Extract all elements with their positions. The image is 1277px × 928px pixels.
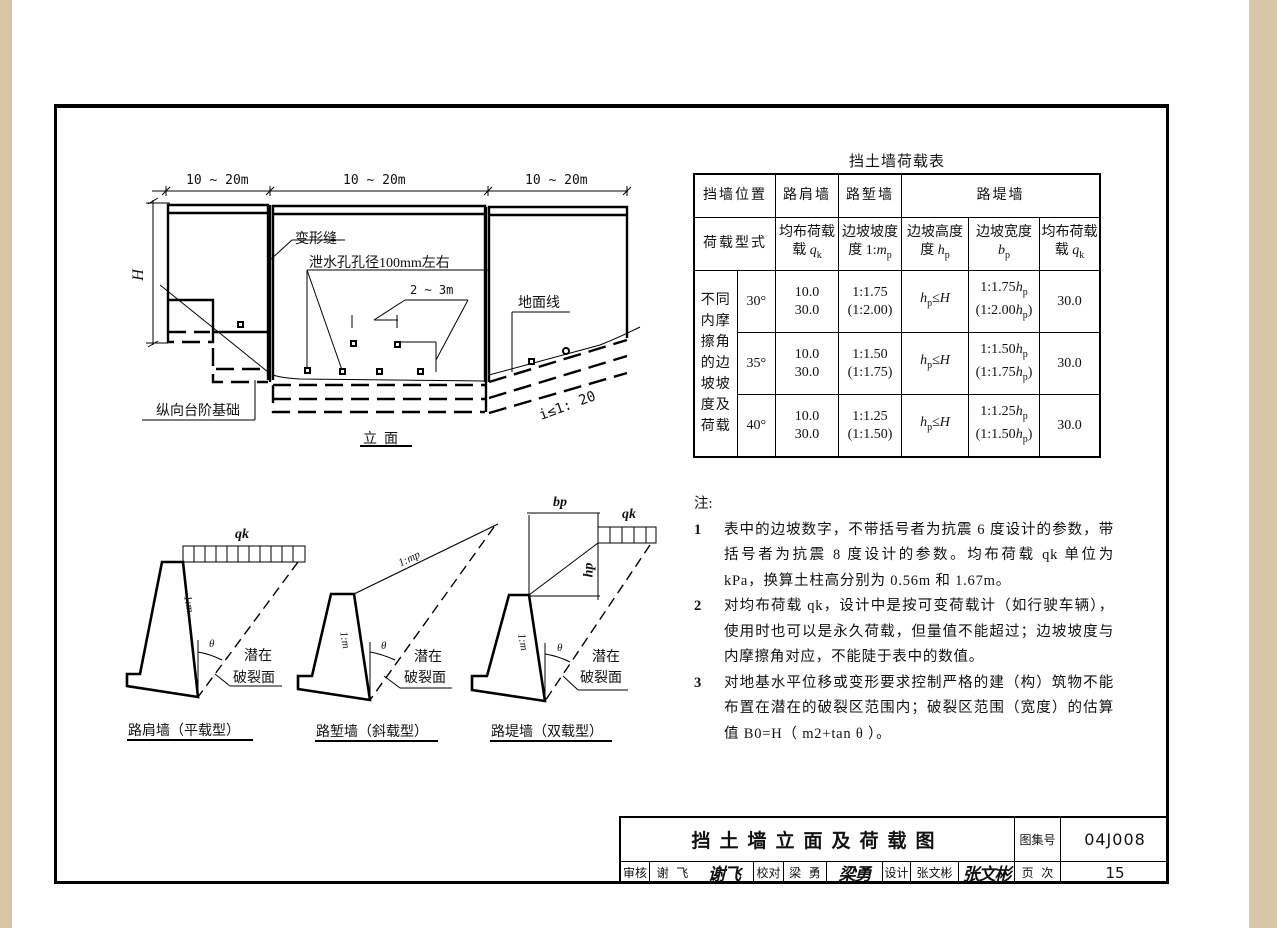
bp-cell: 1:1.75hp(1:2.00hp) [968, 270, 1040, 333]
section3-caption: 路堤墙（双载型） [491, 725, 603, 740]
page-number: 15 [1105, 863, 1125, 882]
drawing-sheet [12, 0, 1249, 928]
slope-cell: 1:1.50(1:1.75) [838, 332, 902, 395]
header-hp: 边坡高度度 hp [901, 217, 969, 271]
angle-cell: 40° [736, 394, 777, 458]
section2-angle: θ [381, 640, 387, 652]
notes-section: 注: 1 表中的边坡数字，不带括号者为抗震 6 度设计的参数，带括号者为抗震 8… [694, 492, 1114, 747]
dim-span-3: 10 ~ 20m [525, 173, 588, 188]
designer-name: 张文彬 [911, 861, 959, 884]
bp-cell: 1:1.25hp(1:1.50hp) [968, 394, 1040, 458]
dim-span-1: 10 ~ 20m [186, 173, 249, 188]
header-slope-mp: 边坡坡度度 1:mp [838, 217, 902, 271]
section2-crack-label-1: 潜在 [414, 650, 442, 665]
section3-width-label: bp [553, 495, 567, 510]
section3-crack-label-2: 破裂面 [580, 671, 622, 686]
qk2-cell: 30.0 [1039, 270, 1101, 333]
section3-height-label: hp [581, 562, 597, 578]
ground-line-label: 地面线 [518, 296, 560, 311]
drawing-frame [54, 104, 1169, 884]
reviewer-name: 谢 飞 [656, 866, 689, 880]
drain-hole-label: 泄水孔孔径100mm左右 [309, 256, 450, 271]
section1-crack-label-1: 潜在 [244, 649, 272, 664]
bp-cell: 1:1.50hp(1:1.75hp) [968, 332, 1040, 395]
hp-cell: hp≤H [901, 332, 969, 395]
note-item: 1 表中的边坡数字，不带括号者为抗震 6 度设计的参数，带括号者为抗震 8 度设… [694, 521, 1114, 589]
slope-cell: 1:1.75(1:2.00) [838, 270, 902, 333]
check-label: 校对 [754, 861, 784, 884]
checker-signature: 梁勇 [827, 861, 883, 885]
note-item: 2 对均布荷载 qk，设计中是按可变荷载计（如行驶车辆），使用时也可以是永久荷载… [694, 598, 1114, 665]
page-label: 页 次 [1015, 861, 1061, 884]
atlas-label: 图集号 [1015, 818, 1061, 861]
header-qk2: 均布荷载载 qk [1039, 217, 1101, 271]
hp-cell: hp≤H [901, 270, 969, 333]
qk2-cell: 30.0 [1039, 394, 1101, 458]
notes-heading: 注: [694, 496, 713, 512]
header-embankment-wall: 路堤墙 [901, 173, 1101, 218]
reviewer-signature: 谢飞 [695, 861, 754, 885]
section1-angle: θ [209, 638, 215, 650]
header-cutting-wall: 路堑墙 [838, 173, 902, 218]
review-label: 审核 [621, 861, 650, 884]
header-position: 挡墙位置 [693, 173, 776, 218]
section3-load-label: qk [622, 507, 636, 522]
step-foundation-label: 纵向台阶基础 [156, 404, 240, 419]
note-item: 3 对地基水平位移或变形要求控制严格的建（构）筑物不能布置在潜在的破裂区范围内；… [694, 674, 1114, 742]
section3-angle: θ [557, 642, 563, 654]
drain-spacing-label: 2 ~ 3m [410, 283, 454, 297]
elevation-caption: 立 面 [363, 432, 398, 447]
header-shoulder-wall: 路肩墙 [775, 173, 839, 218]
slope-cell: 1:1.25(1:1.50) [838, 394, 902, 458]
header-qk: 均布荷载载 qk [775, 217, 839, 271]
load-table: 挡墙位置 路肩墙 路堑墙 路堤墙 荷载型式 均布荷载载 qk 边坡坡度度 1:m… [693, 173, 1101, 458]
atlas-number: 04J008 [1084, 830, 1146, 849]
section1-crack-label-2: 破裂面 [233, 671, 275, 686]
design-label: 设计 [883, 861, 911, 884]
dim-span-2: 10 ~ 20m [343, 173, 406, 188]
checker-name: 梁 勇 [784, 861, 827, 884]
section1-caption: 路肩墙（平载型） [128, 724, 240, 739]
row-group-label: 不同内摩擦角的边坡坡度及荷载 [693, 270, 738, 458]
section2-caption: 路堑墙（斜载型） [316, 725, 428, 740]
header-load-type: 荷载型式 [693, 217, 776, 271]
hp-cell: hp≤H [901, 394, 969, 458]
angle-cell: 35° [736, 332, 777, 395]
load-table-title: 挡土墙荷载表 [848, 154, 945, 170]
deformation-joint-label: 变形缝 [295, 232, 337, 247]
designer-signature: 张文彬 [959, 861, 1015, 885]
title-block: 挡土墙立面及荷载图 图集号 04J008 审核 谢 飞 谢飞 校对 梁 勇 梁勇… [619, 816, 1167, 885]
section2-crack-label-2: 破裂面 [404, 671, 446, 686]
section3-crack-label-1: 潜在 [592, 650, 620, 665]
angle-cell: 30° [736, 270, 777, 333]
height-label: H [129, 269, 147, 281]
section1-load-label: qk [235, 527, 249, 542]
drawing-title: 挡土墙立面及荷载图 [621, 818, 1015, 861]
qk2-cell: 30.0 [1039, 332, 1101, 395]
